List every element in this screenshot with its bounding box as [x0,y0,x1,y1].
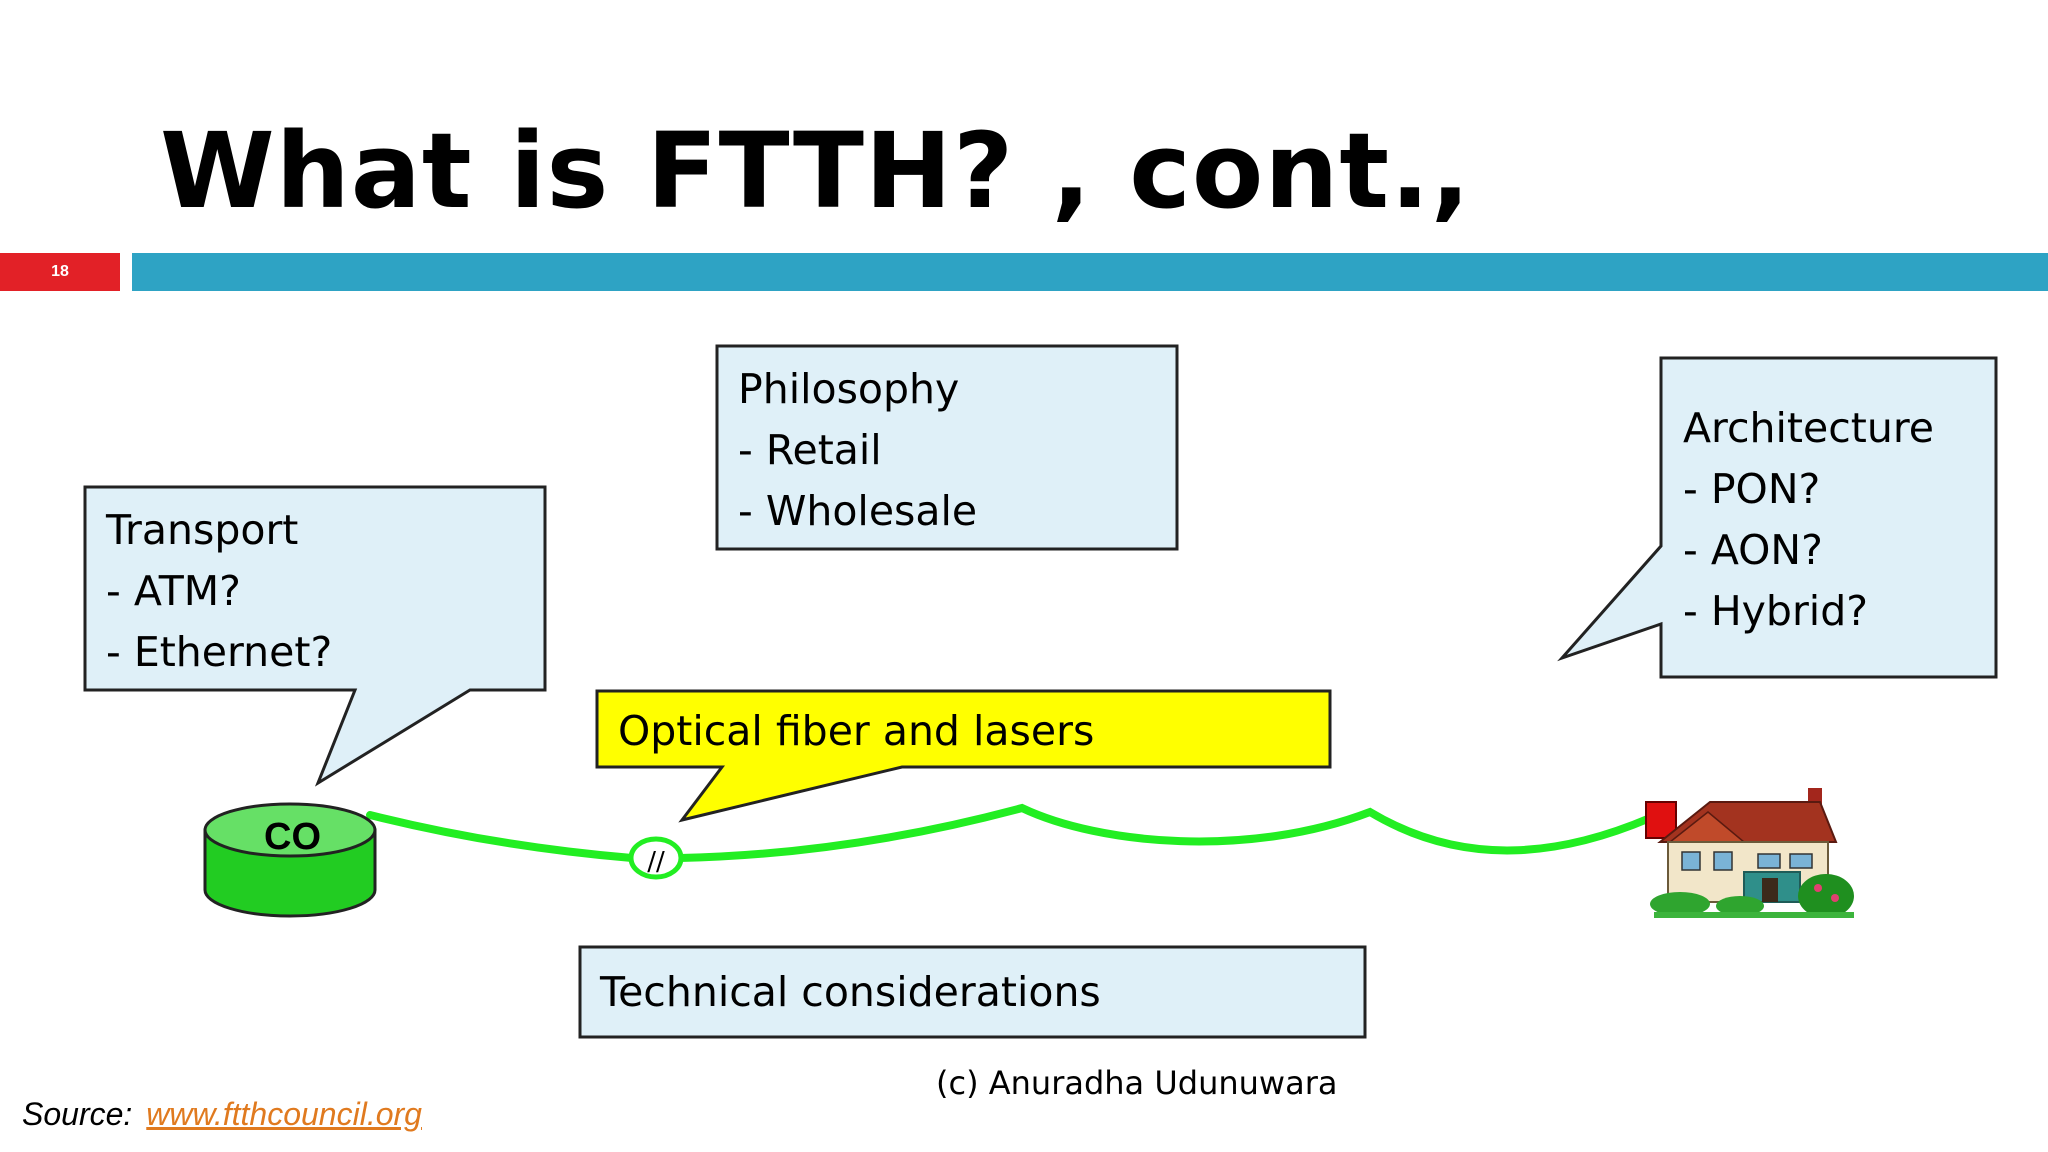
philosophy-option-wholesale: - Wholesale [738,487,978,535]
slide-title: What is FTTH? , cont., [160,110,1472,232]
fiber-callout-text: Optical fiber and lasers [618,707,1095,755]
technical-box-shape [578,945,1367,1039]
slide-number: 18 [51,263,69,280]
house-icon [1645,788,1854,918]
slide-number-bar [0,253,120,291]
architecture-callout-shape [1557,356,1998,679]
transport-heading: Transport [106,506,299,554]
transport-callout: Transport - ATM? - Ethernet? [106,500,332,683]
source-link[interactable]: www.ftthcouncil.org [146,1096,422,1132]
architecture-option-pon: - PON? [1683,465,1821,513]
transport-callout-shape [83,485,547,787]
source-line: Source: www.ftthcouncil.org [22,1096,422,1133]
philosophy-option-retail: - Retail [738,426,882,474]
fiber-line [366,803,1654,862]
source-label: Source: [22,1096,133,1132]
architecture-callout: Architecture - PON? - AON? - Hybrid? [1683,398,1934,642]
splice-point [628,836,684,880]
co-label: CO [264,816,321,858]
transport-option-ethernet: - Ethernet? [106,628,333,676]
header-divider-bar [132,253,2048,291]
copyright-credit: (c) Anuradha Udunuwara [936,1064,1338,1102]
fiber-callout-shape [595,689,1332,823]
architecture-heading: Architecture [1683,404,1935,452]
philosophy-callout: Philosophy - Retail - Wholesale [738,359,977,542]
splice-mark: // [647,847,665,877]
philosophy-heading: Philosophy [738,365,960,413]
architecture-option-aon: - AON? [1683,526,1823,574]
philosophy-callout-shape [715,344,1179,551]
architecture-option-hybrid: - Hybrid? [1683,587,1868,635]
technical-considerations-text: Technical considerations [600,968,1101,1016]
transport-option-atm: - ATM? [106,567,241,615]
central-office-cylinder [203,802,377,918]
